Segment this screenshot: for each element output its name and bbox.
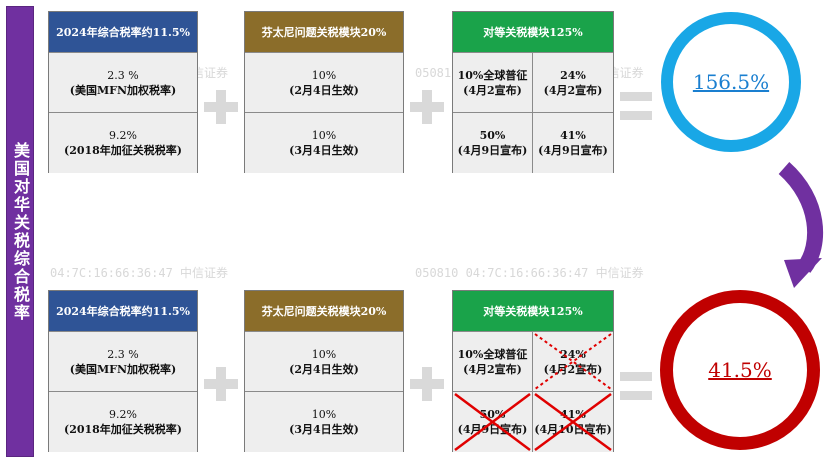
top-fentanyl-header: 芬太尼问题关税模块20% (245, 12, 403, 52)
bottom-fentanyl-mar-cell: 10% (3月4日生效) (245, 391, 403, 452)
bottom-fentanyl-feb-cell: 10% (2月4日生效) (245, 331, 403, 391)
bottom-24-cell: 24% (4月2宣布) (533, 331, 613, 391)
cell-value: 50% (479, 129, 506, 142)
top-mfn-cell: 2.3 % (美国MFN加权税率) (49, 52, 197, 112)
watermark: 04:7C:16:66:36:47 中信证券 (50, 266, 229, 280)
cell-value: 10% (311, 68, 337, 82)
plus-icon (204, 90, 238, 124)
cell-note: (2018年加征关税税率) (63, 423, 183, 436)
bottom-result-value: 41.5% (708, 358, 772, 382)
top-fentanyl-feb-cell: 10% (2月4日生效) (245, 52, 403, 112)
bottom-reciprocal-box: 对等关税模块125% 10%全球普征 (4月2宣布) 24% (4月2宣布) 5… (452, 290, 614, 452)
top-2018-cell: 9.2% (2018年加征关税税率) (49, 112, 197, 173)
cell-note: (4月9日宣布) (457, 423, 528, 436)
bottom-fentanyl-header: 芬太尼问题关税模块20% (245, 291, 403, 331)
bottom-2018-cell: 9.2% (2018年加征关税税率) (49, 391, 197, 452)
cell-note: (4月9日宣布) (457, 144, 528, 157)
cell-value: 9.2% (109, 408, 137, 421)
top-global-cell: 10%全球普征 (4月2宣布) (453, 52, 533, 112)
cell-value: 10% (311, 408, 337, 421)
top-result-ring: 156.5% (661, 12, 801, 152)
cell-note: (3月4日生效) (289, 423, 359, 436)
top-24-cell: 24% (4月2宣布) (533, 52, 613, 112)
bottom-base-rate-header: 2024年综合税率约11.5% (49, 291, 197, 331)
top-reciprocal-box: 对等关税模块125% 10%全球普征 (4月2宣布) 24% (4月2宣布) 5… (452, 11, 614, 173)
cell-note: (美国MFN加权税率) (69, 362, 177, 376)
cross-icon (454, 392, 531, 452)
cell-value: 2.3 % (107, 68, 139, 82)
dotted-cross-icon (534, 333, 612, 390)
cell-value: 9.2% (109, 129, 137, 142)
equals-icon (620, 92, 652, 120)
cell-value: 10% (311, 129, 337, 142)
cell-value: 10%全球普征 (457, 347, 528, 361)
top-base-rate-header: 2024年综合税率约11.5% (49, 12, 197, 52)
plus-icon (410, 367, 444, 401)
cell-note: (2018年加征关税税率) (63, 144, 183, 157)
cell-value: 24% (560, 347, 586, 361)
cell-note: (4月2宣布) (543, 83, 603, 97)
cross-icon (534, 392, 612, 452)
top-reciprocal-header: 对等关税模块125% (453, 12, 613, 52)
cell-value: 2.3 % (107, 347, 139, 361)
top-41-cell: 41% (4月9日宣布) (533, 112, 613, 173)
equals-icon (620, 372, 652, 400)
plus-icon (410, 90, 444, 124)
curved-arrow-icon (778, 162, 824, 288)
top-base-rate-box: 2024年综合税率约11.5% 2.3 % (美国MFN加权税率) 9.2% (… (48, 11, 198, 173)
cell-note: (4月2宣布) (543, 362, 603, 376)
cell-value: 10% (311, 347, 337, 361)
watermark: 050810 04:7C:16:66:36:47 中信证券 (415, 266, 644, 280)
cell-note: (美国MFN加权税率) (69, 83, 177, 97)
cell-note: (3月4日生效) (289, 144, 359, 157)
bottom-41-cell: 41% (4月10日宣布) (533, 391, 613, 452)
top-fentanyl-box: 芬太尼问题关税模块20% 10% (2月4日生效) 10% (3月4日生效) (244, 11, 404, 173)
cell-value: 41% (560, 129, 586, 142)
bottom-base-rate-box: 2024年综合税率约11.5% 2.3 % (美国MFN加权税率) 9.2% (… (48, 290, 198, 452)
side-label: 美国对华关税综合税率 (11, 141, 30, 322)
side-label-bar: 美国对华关税综合税率 (6, 6, 34, 457)
bottom-global-cell: 10%全球普征 (4月2宣布) (453, 331, 533, 391)
cell-note: (4月9日宣布) (538, 144, 608, 157)
top-fentanyl-mar-cell: 10% (3月4日生效) (245, 112, 403, 173)
bottom-result-ring: 41.5% (660, 290, 820, 450)
plus-icon (204, 367, 238, 401)
cell-note: (4月2宣布) (463, 362, 522, 376)
cell-note: (2月4日生效) (289, 362, 359, 376)
cell-value: 24% (560, 68, 586, 82)
cell-note: (4月2宣布) (463, 83, 522, 97)
cell-note: (2月4日生效) (289, 83, 359, 97)
cell-note: (4月10日宣布) (534, 423, 612, 436)
cell-value: 10%全球普征 (457, 68, 528, 82)
bottom-fentanyl-box: 芬太尼问题关税模块20% 10% (2月4日生效) 10% (3月4日生效) (244, 290, 404, 452)
bottom-reciprocal-header: 对等关税模块125% (453, 291, 613, 331)
top-50-cell: 50% (4月9日宣布) (453, 112, 533, 173)
top-result-value: 156.5% (692, 70, 770, 94)
bottom-mfn-cell: 2.3 % (美国MFN加权税率) (49, 331, 197, 391)
bottom-50-cell: 50% (4月9日宣布) (453, 391, 533, 452)
